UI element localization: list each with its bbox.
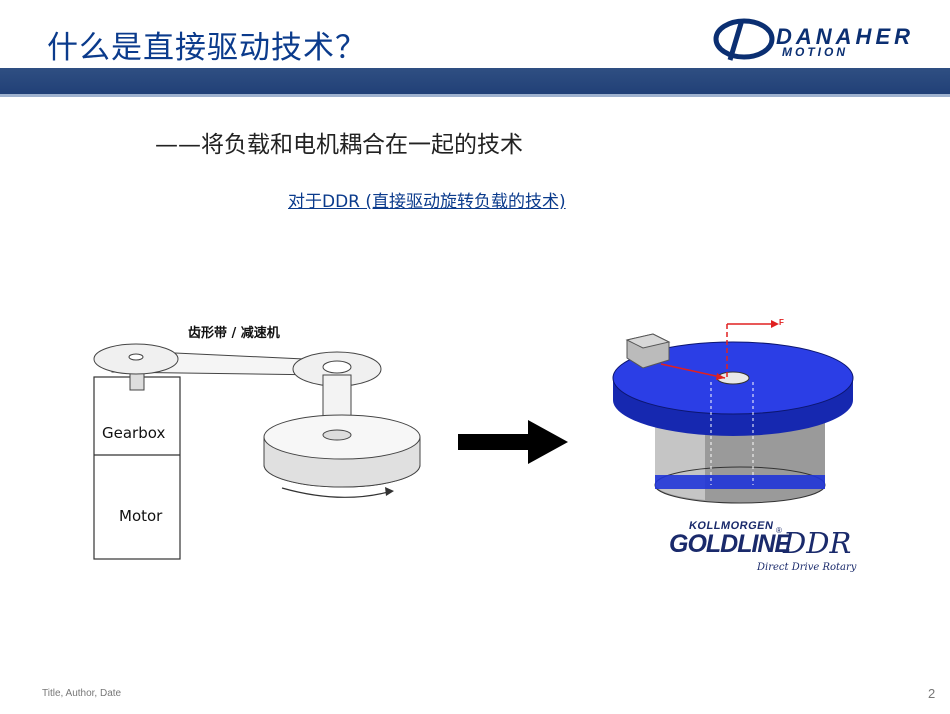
header-bar [0,68,950,94]
registered-mark: ® [776,526,782,535]
subtitle: ——将负载和电机耦合在一起的技术 [155,132,523,158]
page-number: 2 [928,686,936,701]
brand-large: GOLDLINE [669,530,791,558]
danaher-logo-mark-icon [713,18,775,61]
logo-brand: DANAHER [776,24,914,49]
gearbox-belt-diagram [93,343,421,560]
page-title: 什么是直接驱动技术？ [47,30,367,66]
ddr-link[interactable]: 对于DDR (直接驱动旋转负载的技术) [288,192,566,212]
ddr-motor-figure: F [612,318,854,504]
footer-text: Title, Author, Date [42,688,122,699]
brand-product: DDR [783,526,852,560]
kollmorgen-goldline-logo: KOLLMORGEN GOLDLINE ® DDR Direct Drive R… [665,518,865,580]
header-bar-strip [0,94,950,97]
brand-product-subtitle: Direct Drive Rotary [757,562,857,573]
belt-gearbox-label: 齿形带 / 减速机 [188,326,280,341]
force-label: F [779,318,784,327]
danaher-logo: DANAHER MOTION [712,14,942,64]
motor-label: Motor [119,507,163,525]
right-arrow-icon [458,420,568,464]
gearbox-label: Gearbox [102,424,166,442]
logo-division: MOTION [782,45,848,59]
